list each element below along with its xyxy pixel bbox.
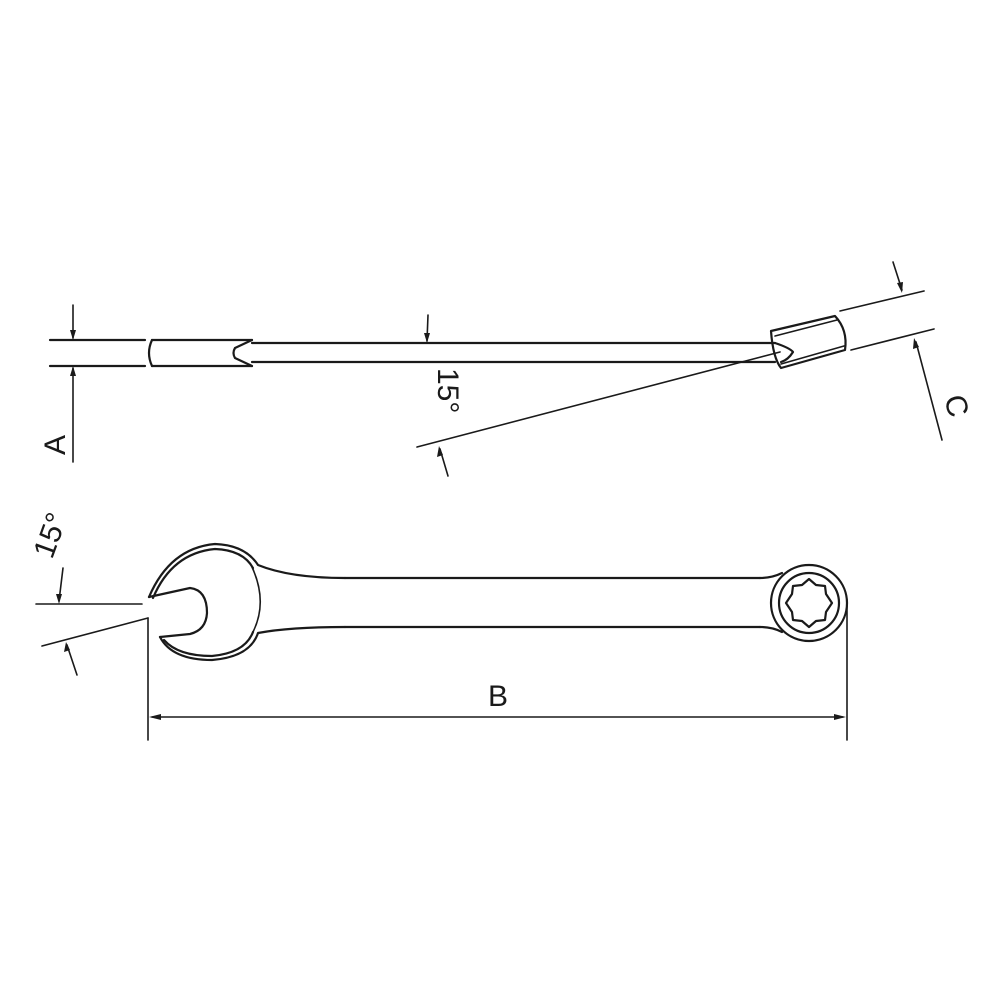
side-view-shank bbox=[250, 341, 777, 364]
top-angle-indicator: 15° bbox=[28, 508, 149, 676]
twelve-point-socket bbox=[784, 577, 834, 629]
dimension-a-label: A bbox=[39, 435, 72, 455]
top-view-open-end bbox=[147, 542, 347, 662]
side-angle-label: 15° bbox=[431, 368, 464, 413]
side-view-open-end bbox=[48, 338, 254, 368]
top-view: 15° B bbox=[28, 508, 849, 741]
side-view-box-end bbox=[769, 314, 847, 370]
top-view-shank bbox=[343, 571, 784, 634]
side-angle-indicator: 15° bbox=[416, 314, 781, 477]
dimension-b: B bbox=[147, 604, 848, 741]
dimension-c: C bbox=[839, 261, 975, 441]
dimension-a: A bbox=[39, 304, 76, 463]
dimension-c-label: C bbox=[937, 391, 974, 420]
dimension-b-label: B bbox=[488, 680, 508, 713]
top-view-box-end bbox=[769, 563, 849, 643]
side-view: A 15° C bbox=[39, 261, 975, 477]
top-angle-label: 15° bbox=[28, 508, 75, 562]
